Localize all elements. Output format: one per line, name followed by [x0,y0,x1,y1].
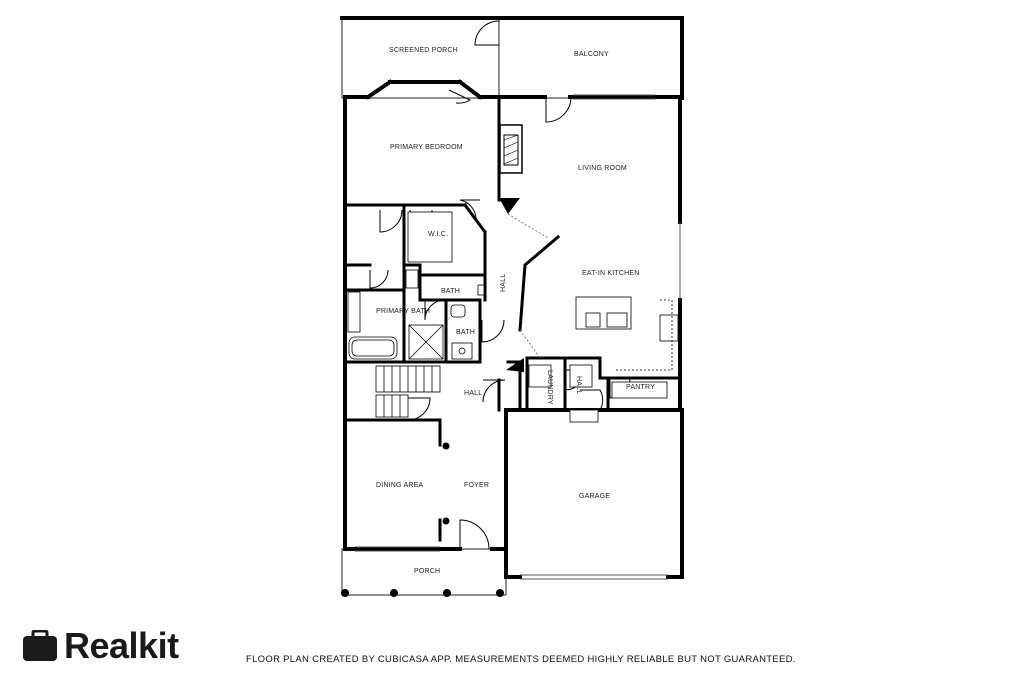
label-hall-vertical: HALL [500,274,507,292]
label-balcony: BALCONY [574,51,609,58]
exterior-walls [340,16,684,579]
fixtures [347,211,679,423]
label-screened-porch: SCREENED PORCH [389,47,458,54]
label-bath-upper: BATH [441,288,460,295]
label-laundry: LAUNDRY [546,370,553,405]
briefcase-icon [22,629,58,662]
label-wic: W.I.C. [428,231,448,238]
footer [0,606,1024,683]
stairs [375,365,441,418]
label-eat-in-kitchen: EAT-IN KITCHEN [582,270,640,277]
brand-name: Realkit [64,625,179,666]
floor-plan: SCREENED PORCH BALCONY PRIMARY BEDROOM L… [340,16,684,597]
label-bath-lower: BATH [456,329,475,336]
windows [355,94,681,580]
label-foyer: FOYER [464,482,489,489]
openings [507,213,549,359]
posts [341,442,504,597]
interior-walls [343,95,682,542]
label-primary-bedroom: PRIMARY BEDROOM [390,144,463,151]
fireplace [499,124,523,174]
label-living-room: LIVING ROOM [578,165,627,172]
label-hall-small: HALL [575,376,582,394]
label-porch: PORCH [414,568,440,575]
label-primary-bath: PRIMARY BATH [376,308,430,315]
label-dining-area: DINING AREA [376,482,423,489]
label-garage: GARAGE [579,493,610,500]
brand-logo: Realkit [22,628,179,664]
disclaimer-text: FLOOR PLAN CREATED BY CUBICASA APP. MEAS… [246,654,796,665]
label-pantry: PANTRY [626,384,655,391]
wall-corners [499,198,524,372]
door-swings [369,20,631,550]
label-hall-main: HALL [464,390,482,397]
